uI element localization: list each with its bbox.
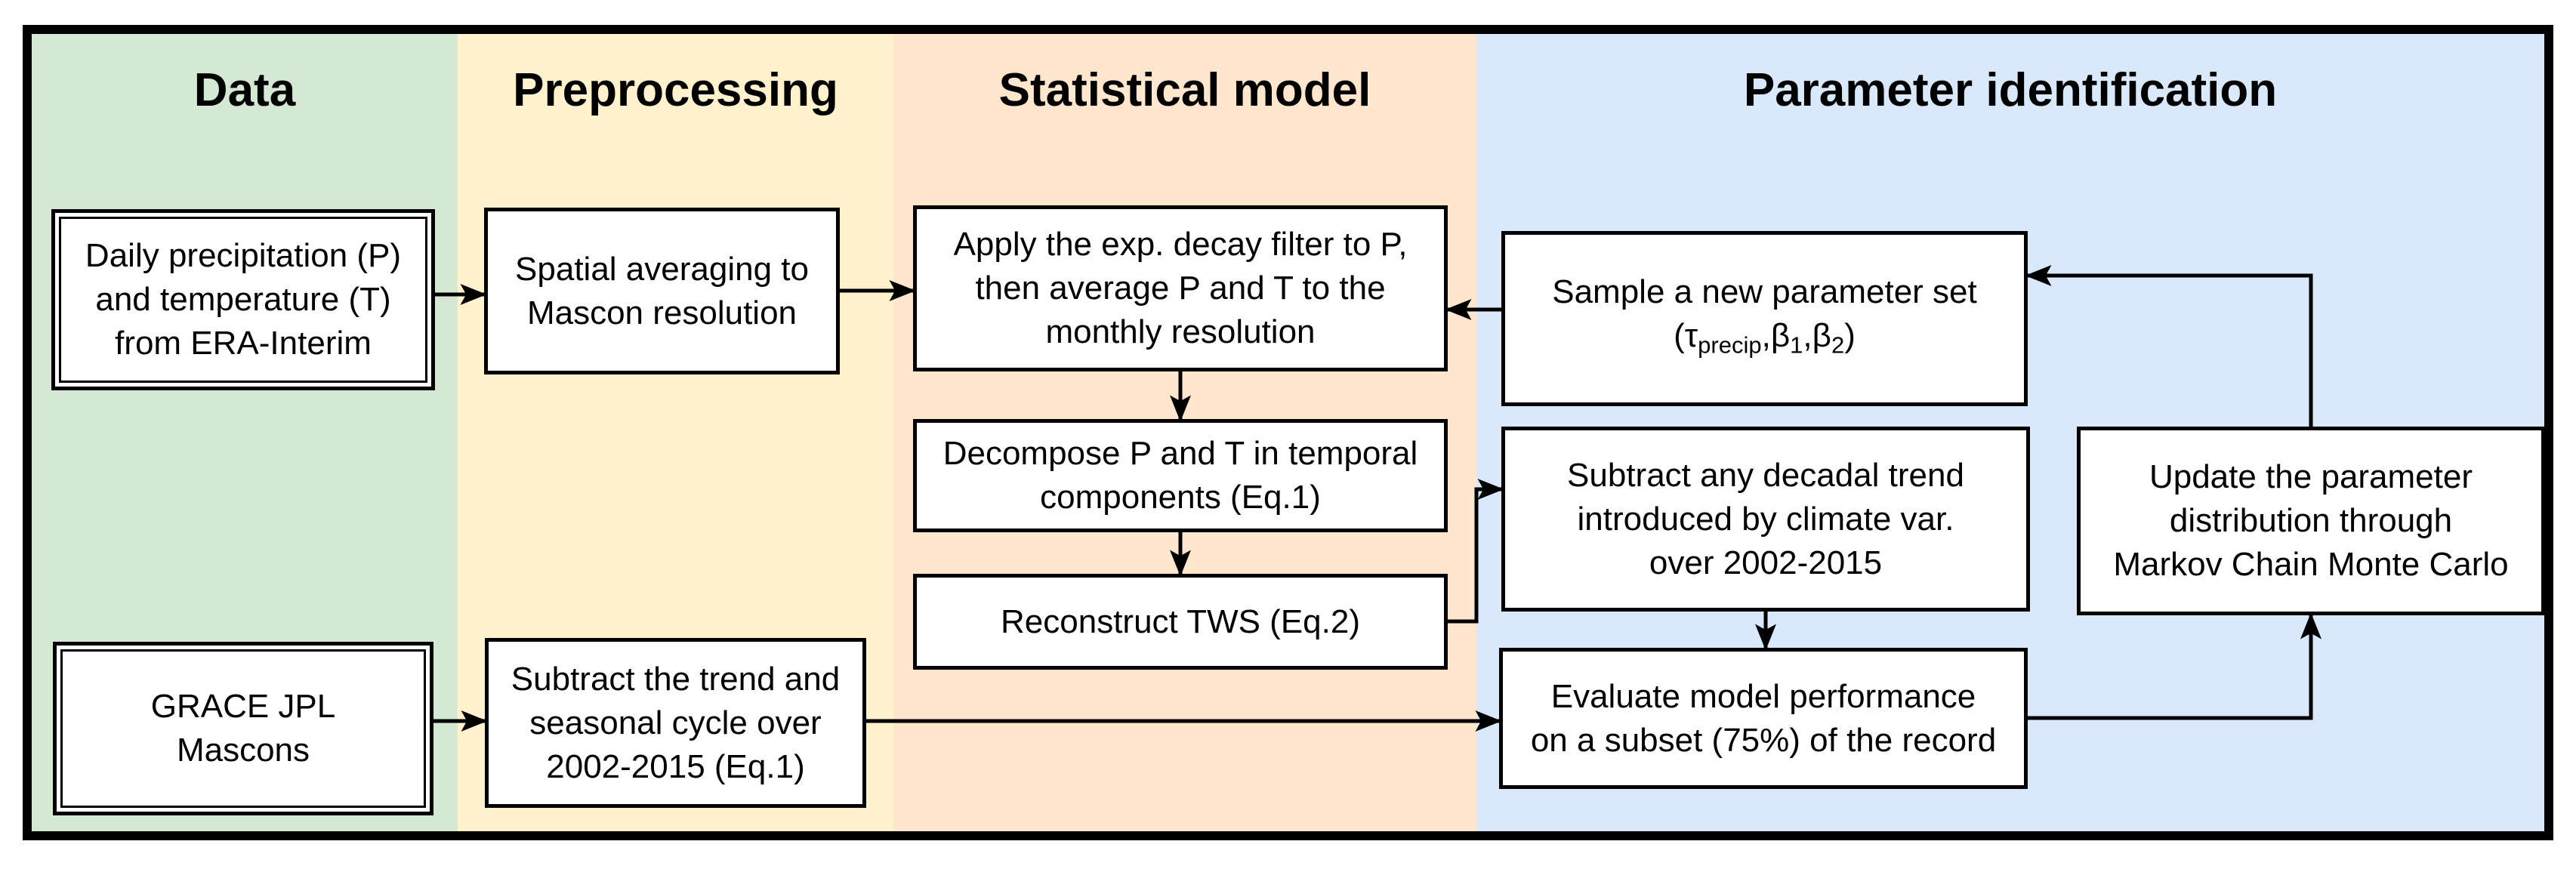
- box-sample-parameter-set: Sample a new parameter set (τprecip,β1,β…: [1501, 231, 2028, 406]
- box-line: Markov Chain Monte Carlo: [2113, 546, 2509, 583]
- box-era-interim-data: Daily precipitation (P) and temperature …: [51, 209, 435, 390]
- box-subtract-trend-seasonal: Subtract the trend and seasonal cycle ov…: [485, 638, 866, 808]
- box-line: from ERA-Interim: [115, 325, 372, 362]
- box-line: Update the parameter: [2149, 458, 2473, 495]
- box-line: Daily precipitation (P): [85, 237, 402, 274]
- box-line: Spatial averaging to: [515, 250, 809, 288]
- box-line: Sample a new parameter set: [1552, 273, 1977, 310]
- box-formula-line: (τprecip,β1,β2): [1674, 316, 1856, 359]
- box-line: Reconstruct TWS (Eq.2): [1001, 602, 1360, 640]
- box-reconstruct-tws: Reconstruct TWS (Eq.2): [913, 574, 1448, 670]
- arrow-reconstruct-to-subtract-decadal: [1448, 479, 1504, 624]
- column-header-data: Data: [193, 64, 296, 116]
- box-spatial-averaging: Spatial averaging to Mascon resolution: [484, 208, 840, 374]
- box-line: Decompose P and T in temporal: [942, 435, 1418, 472]
- box-line: Subtract any decadal trend: [1567, 456, 1964, 494]
- box-decompose-components: Decompose P and T in temporal components…: [913, 419, 1448, 532]
- box-update-parameter-distribution: Update the parameter distribution throug…: [2077, 427, 2545, 615]
- box-line: Subtract the trend and: [511, 660, 841, 698]
- box-line: distribution through: [2169, 502, 2453, 539]
- box-line: 2002-2015 (Eq.1): [546, 747, 805, 785]
- box-line: components (Eq.1): [1040, 479, 1321, 516]
- box-line: then average P and T to the: [975, 270, 1386, 307]
- column-header-statistical-model: Statistical model: [998, 64, 1371, 116]
- box-line: GRACE JPL: [150, 688, 336, 725]
- box-line: and temperature (T): [95, 281, 391, 318]
- box-line: over 2002-2015: [1649, 544, 1883, 581]
- arrow-update-to-sample: [2025, 265, 2313, 427]
- box-line: Mascon resolution: [526, 294, 797, 331]
- box-line: Apply the exp. decay filter to P,: [953, 226, 1408, 263]
- box-line: on a subset (75%) of the record: [1530, 721, 1997, 759]
- outer-frame: [23, 25, 2553, 840]
- box-line: Evaluate model performance: [1550, 677, 1976, 715]
- box-subtract-decadal-trend: Subtract any decadal trend introduced by…: [1501, 427, 2030, 612]
- box-evaluate-performance: Evaluate model performance on a subset (…: [1499, 648, 2028, 789]
- box-apply-decay-filter: Apply the exp. decay filter to P, then a…: [913, 205, 1448, 371]
- column-header-parameter-identification: Parameter identification: [1743, 64, 2278, 116]
- box-line: monthly resolution: [1045, 313, 1316, 350]
- column-header-preprocessing: Preprocessing: [513, 64, 838, 116]
- box-line: introduced by climate var.: [1577, 500, 1954, 538]
- box-line: Mascons: [176, 732, 310, 769]
- box-grace-jpl-mascons: GRACE JPL Mascons: [53, 642, 433, 815]
- box-line: seasonal cycle over: [529, 704, 822, 741]
- arrow-evaluate-to-update: [2028, 612, 2321, 720]
